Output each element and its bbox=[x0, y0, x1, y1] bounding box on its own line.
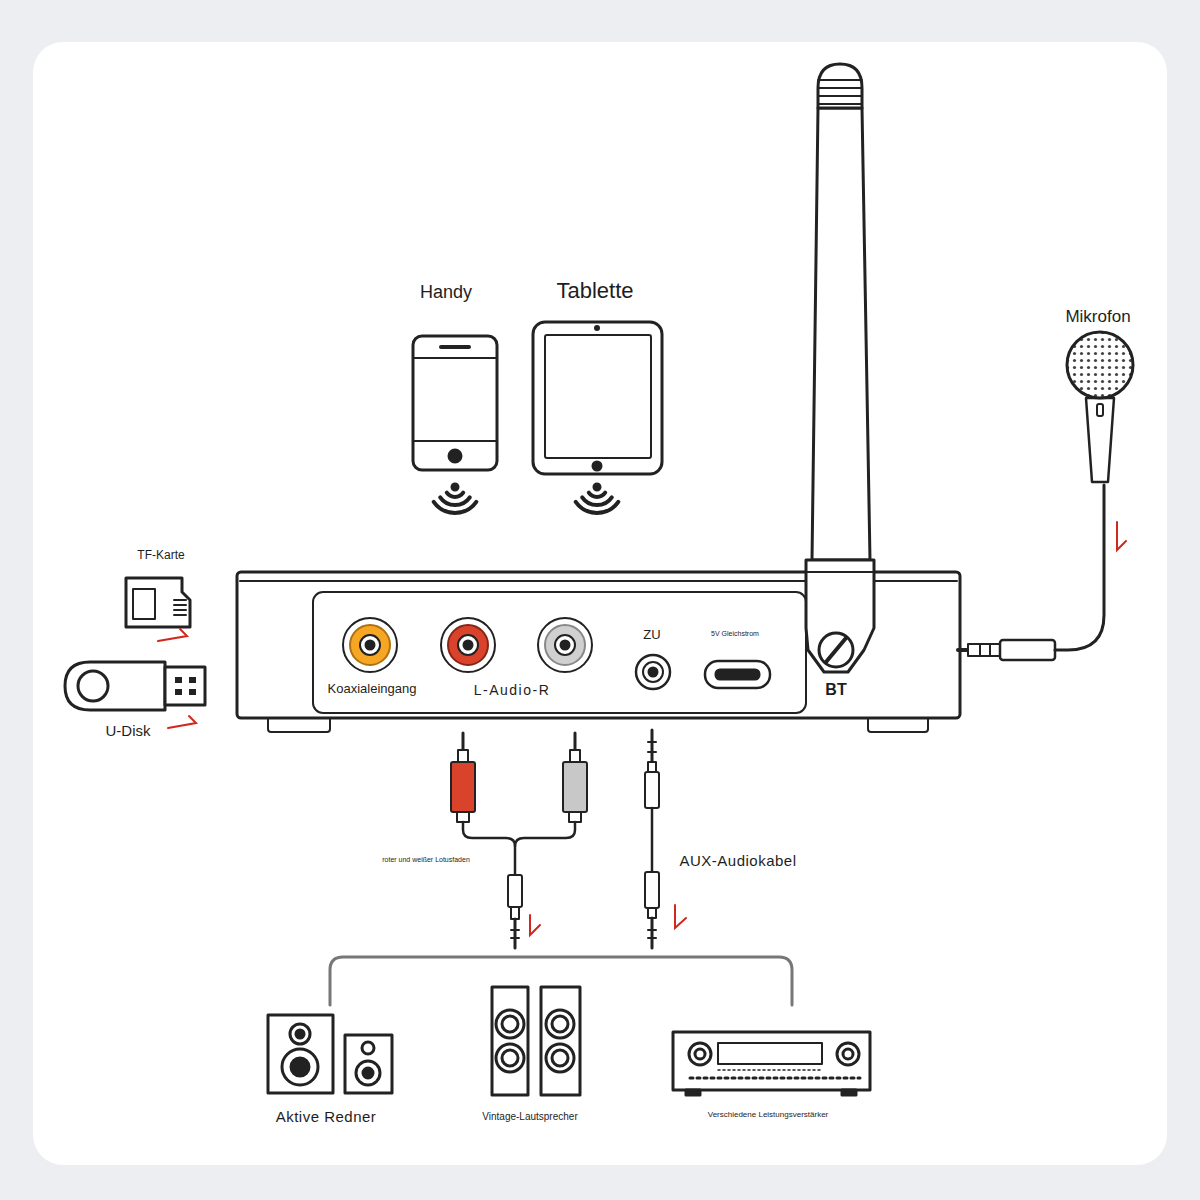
coax-jack bbox=[343, 618, 397, 672]
device-caption: Handy bbox=[420, 282, 472, 303]
port-label: L-Audio-R bbox=[474, 682, 551, 698]
speaker-caption: Vintage-Lautsprecher bbox=[482, 1111, 577, 1123]
amplifier bbox=[673, 1032, 870, 1095]
cable-caption: AUX-Audiokabel bbox=[679, 852, 796, 869]
device-caption: Mikrofon bbox=[1065, 307, 1130, 327]
rca-cable bbox=[451, 733, 587, 948]
aux-jack bbox=[636, 655, 670, 689]
microphone bbox=[958, 332, 1133, 660]
vintage-speakers bbox=[492, 987, 580, 1095]
usb-stick-icon bbox=[65, 662, 205, 710]
rca-jack-left bbox=[441, 618, 495, 672]
phone-icon bbox=[413, 336, 497, 513]
media-caption: TF-Karte bbox=[137, 549, 184, 563]
port-label: ZU bbox=[643, 628, 660, 643]
cable-caption: roter und weißer Lotusfaden bbox=[382, 856, 470, 864]
tablet-icon bbox=[533, 322, 662, 513]
speaker-caption: Aktive Redner bbox=[276, 1108, 377, 1125]
amplifier-caption: Verschiedene Leistungsverstärker bbox=[708, 1110, 829, 1119]
port-label: BT bbox=[825, 681, 846, 699]
port-label: Koaxialeingang bbox=[328, 682, 417, 697]
aux-cable bbox=[645, 730, 659, 948]
port-label: 5V Gleichstrom bbox=[711, 630, 759, 638]
usb-c-port bbox=[705, 661, 770, 688]
direction-arrows bbox=[158, 522, 1126, 935]
rca-jack-right bbox=[538, 618, 592, 672]
antenna bbox=[806, 64, 874, 672]
active-speakers bbox=[268, 1015, 392, 1093]
media-caption: U-Disk bbox=[106, 722, 151, 739]
panel-ground bbox=[33, 42, 1167, 1165]
device-caption: Tablette bbox=[556, 278, 633, 303]
tf-card-icon bbox=[126, 578, 190, 627]
